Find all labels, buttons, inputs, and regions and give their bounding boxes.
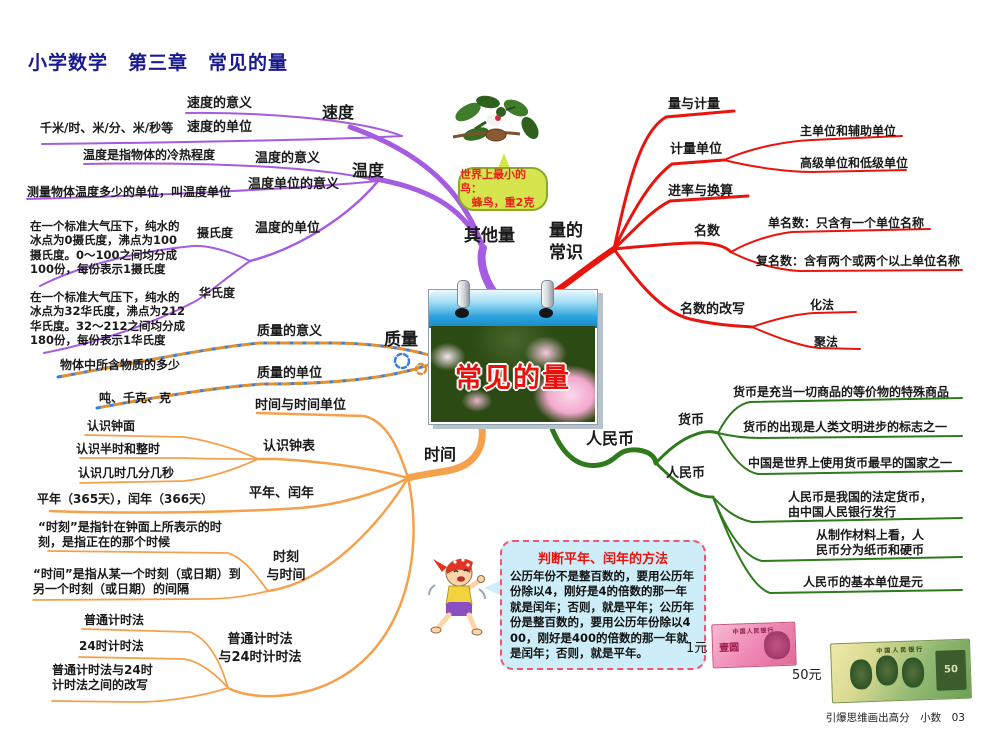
node-temp-unit: 温度的单位 bbox=[255, 221, 321, 236]
node-quantity-knowledge: 量的 常识 bbox=[538, 220, 594, 264]
node-quantity-knowledge-line2: 常识 bbox=[549, 243, 583, 264]
node-mass-unit-examples: 吨、千克、克 bbox=[99, 391, 172, 405]
node-mingshu-rewrite: 名数的改写 bbox=[680, 302, 746, 317]
node-clock-hms: 认识几时几分几秒 bbox=[78, 466, 175, 480]
bird-callout-line1: 世界上最小的鸟： bbox=[460, 167, 526, 195]
node-moment-line2: 与时间 bbox=[266, 567, 306, 583]
calendar-clip bbox=[457, 280, 470, 308]
node-rmb: 人民币 bbox=[586, 429, 635, 448]
branch-rmb bbox=[546, 397, 963, 595]
node-timekeeping: 普通计时法 与24时计时法 bbox=[208, 631, 312, 666]
node-temp-unit-meaning: 温度单位的意义 bbox=[248, 177, 340, 192]
banknote-portrait bbox=[763, 630, 791, 660]
node-measure: 量与计量 bbox=[668, 97, 721, 112]
running-kid-illustration bbox=[428, 558, 486, 636]
one-yuan-label: 1元 bbox=[686, 641, 708, 656]
banknote-50-value: 50 bbox=[935, 649, 967, 691]
banknote-1-value: 壹圆 bbox=[718, 642, 740, 655]
node-high-low-units: 高级单位和低级单位 bbox=[800, 156, 909, 170]
node-fu-mingshu: 复名数：含有两个或两个以上单位名称 bbox=[756, 254, 961, 268]
notebox-tail bbox=[484, 580, 502, 596]
page-title: 小学数学 第三章 常见的量 bbox=[28, 52, 289, 74]
node-celsius-detail: 在一个标准大气压下，纯水的冰点为0摄氏度，沸点为100摄氏度。0～100之间均分… bbox=[30, 219, 180, 277]
fifty-yuan-label: 50元 bbox=[792, 668, 822, 683]
node-jufa: 聚法 bbox=[814, 335, 839, 349]
leap-year-notebox: 判断平年、闰年的方法 公历年份不是整百数的，要用公历年份除以4，刚好是4的倍数的… bbox=[500, 540, 706, 671]
bird-callout-line2: 蜂鸟，重2克 bbox=[471, 196, 535, 210]
hummingbird-illustration bbox=[452, 95, 539, 142]
node-speed-unit-examples: 千米/时、米/分、米/秒等 bbox=[40, 121, 174, 135]
calendar-ring-hole bbox=[539, 308, 553, 318]
banknote-50-yuan: 中国人民银行 50 bbox=[829, 638, 973, 704]
node-temp-meaning-detail: 温度是指物体的冷热程度 bbox=[83, 148, 216, 162]
node-mass: 质量 bbox=[384, 330, 418, 350]
node-duration-detail: “时间”是指从某一个时刻（或日期）到另一个时刻（或日期）的间隔 bbox=[33, 567, 241, 596]
branch-mass bbox=[56, 341, 438, 410]
node-other-quantities: 其他量 bbox=[464, 226, 515, 246]
node-temp-unit-meaning-detail: 测量物体温度多少的单位，叫温度单位 bbox=[27, 185, 232, 199]
calendar-clip bbox=[541, 280, 554, 308]
branch-time bbox=[32, 411, 486, 703]
node-units: 计量单位 bbox=[670, 142, 723, 157]
node-huafa: 化法 bbox=[810, 298, 835, 312]
callout-tail bbox=[498, 153, 510, 168]
node-timekeeping-line1: 普通计时法 bbox=[227, 632, 293, 647]
node-renminbi-d3: 人民币的基本单位是元 bbox=[803, 575, 924, 589]
node-mass-unit: 质量的单位 bbox=[257, 366, 323, 381]
node-renminbi: 人民币 bbox=[666, 466, 706, 481]
node-celsius: 摄氏度 bbox=[197, 226, 234, 240]
node-renminbi-d2: 从制作材料上看，人民币分为纸币和硬币 bbox=[816, 528, 925, 557]
banknote-portrait bbox=[901, 657, 925, 688]
calendar-header bbox=[429, 280, 597, 328]
node-renminbi-d1: 人民币是我国的法定货币，由中国人民银行发行 bbox=[788, 490, 933, 519]
node-time-and-unit: 时间与时间单位 bbox=[255, 398, 347, 413]
calendar-image: 常见的量 bbox=[428, 280, 598, 425]
node-clock: 认识钟表 bbox=[263, 439, 316, 454]
node-years-detail: 平年（365天），闰年（366天） bbox=[37, 492, 214, 506]
node-fahrenheit: 华氏度 bbox=[199, 286, 236, 300]
banknote-portrait bbox=[875, 655, 899, 686]
node-mass-meaning: 质量的意义 bbox=[257, 324, 323, 339]
node-quantity-knowledge-line1: 量的 bbox=[549, 221, 583, 241]
node-temperature: 温度 bbox=[352, 161, 385, 180]
node-conversion: 进率与换算 bbox=[668, 184, 734, 199]
node-currency-d3: 中国是世界上使用货币最早的国家之一 bbox=[748, 456, 953, 470]
blossom-photo: 常见的量 bbox=[431, 326, 595, 422]
node-currency: 货币 bbox=[678, 413, 705, 428]
node-speed: 速度 bbox=[322, 103, 355, 122]
node-mass-meaning-detail: 物体中所含物质的多少 bbox=[60, 358, 181, 372]
node-temp-meaning: 温度的意义 bbox=[255, 151, 321, 166]
central-topic: 常见的量 bbox=[455, 363, 571, 394]
page-footer: 引爆思维画出高分 小数 03 bbox=[825, 712, 965, 724]
node-moment-detail: “时刻”是指针在钟面上所表示的时刻，是指正在的那个时候 bbox=[38, 520, 222, 549]
node-currency-d1: 货币是充当一切商品的等价物的特殊商品 bbox=[733, 385, 950, 399]
node-clock-face: 认识钟面 bbox=[87, 419, 136, 433]
node-dan-mingshu: 单名数：只含有一个单位名称 bbox=[768, 216, 925, 230]
bird-callout: 世界上最小的鸟： 蜂鸟，重2克 bbox=[458, 167, 548, 211]
banknote-portrait bbox=[849, 659, 873, 690]
node-years: 平年、闰年 bbox=[249, 486, 315, 501]
node-timekeeping-24h: 24时计时法 bbox=[79, 639, 144, 653]
banknote-1-yuan: 中国人民银行 壹圆 bbox=[711, 621, 797, 669]
branch-quantity-knowledge bbox=[553, 109, 963, 350]
node-fahrenheit-detail: 在一个标准大气压下，纯水的冰点为32华氏度，沸点为212华氏度。32～212之间… bbox=[30, 290, 186, 348]
node-currency-d2: 货币的出现是人类文明进步的标志之一 bbox=[743, 420, 948, 434]
node-main-aux-units: 主单位和辅助单位 bbox=[800, 124, 897, 138]
node-mingshu: 名数 bbox=[694, 224, 721, 239]
node-speed-unit: 速度的单位 bbox=[187, 120, 253, 135]
node-timekeeping-common: 普通计时法 bbox=[84, 613, 145, 627]
node-clock-half-whole: 认识半时和整时 bbox=[76, 442, 161, 456]
node-moment-line1: 时刻 bbox=[272, 550, 299, 565]
branch-other-quantities bbox=[26, 111, 497, 354]
calendar-ring-hole bbox=[455, 308, 469, 318]
notebox-title: 判断平年、闰年的方法 bbox=[537, 552, 668, 567]
node-timekeeping-convert: 普通计时法与24时计时法之间的改写 bbox=[52, 663, 153, 692]
notebox-body: 公历年份不是整百数的，要用公历年份除以4，刚好是4的倍数的那一年就是闰年；否则，… bbox=[510, 569, 694, 661]
node-timekeeping-line2: 与24时计时法 bbox=[218, 649, 302, 665]
node-speed-meaning: 速度的意义 bbox=[187, 96, 253, 111]
node-time: 时间 bbox=[424, 445, 457, 464]
node-moment: 时刻 与时间 bbox=[260, 549, 312, 584]
